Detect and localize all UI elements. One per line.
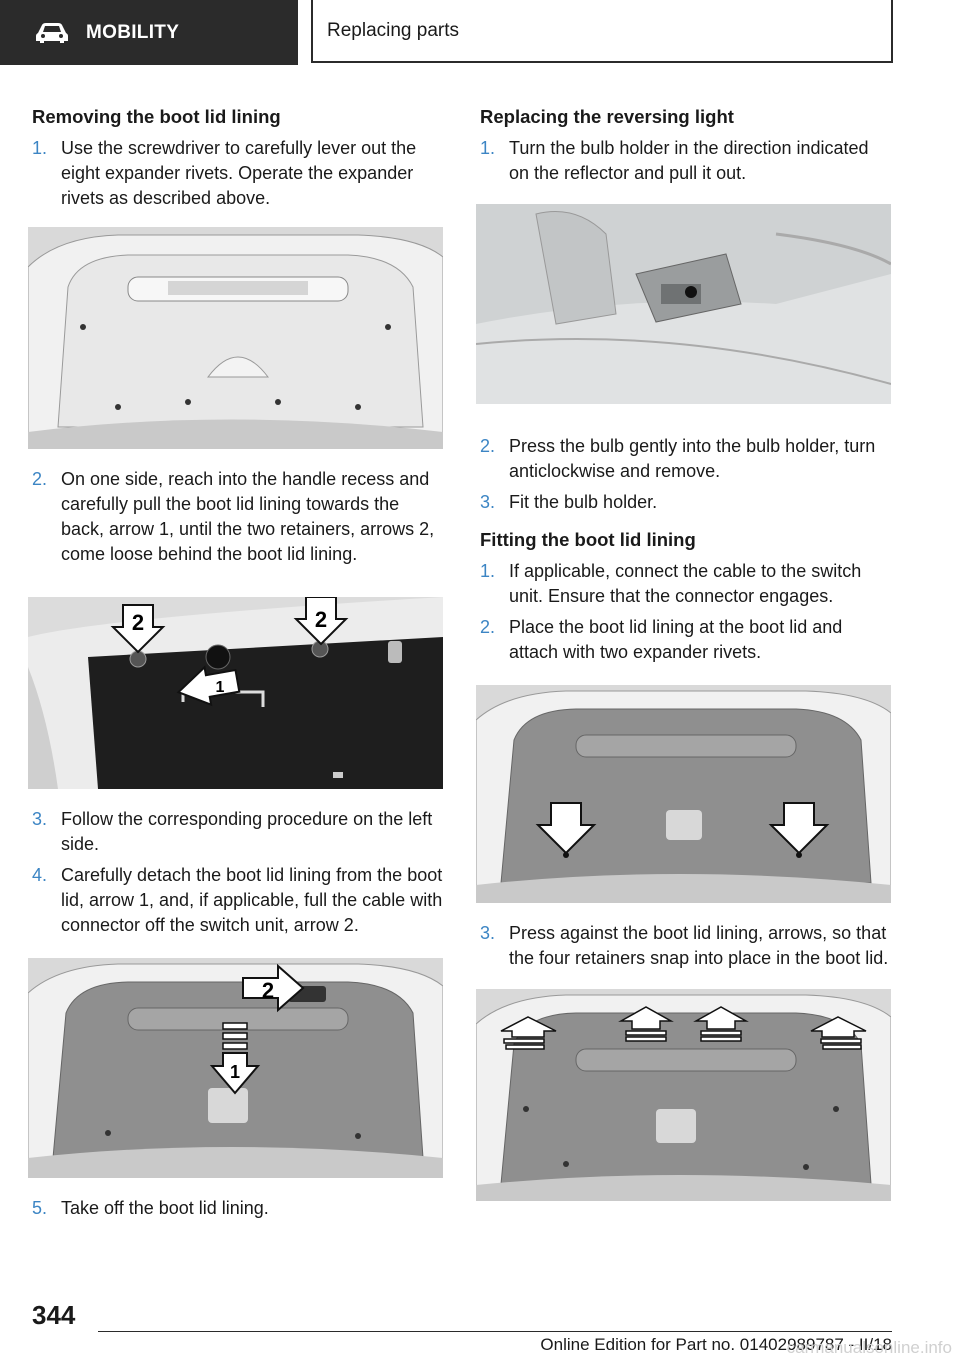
arrow-label: 1 [216,679,225,696]
chapter-title: Replacing parts [311,0,893,63]
step-text: On one side, reach into the handle reces… [61,469,435,564]
arrow-label: 2 [132,610,144,635]
step: 3. Fit the bulb holder. [476,490,891,515]
watermark: carmanualsonline.info [786,1338,952,1357]
left-column: Removing the boot lid lining 1. Use the … [28,104,443,1227]
step-text: Carefully detach the boot lid lining fro… [61,865,443,935]
step-number: 3. [480,923,496,943]
step: 1. If applicable, connect the cable to t… [476,559,891,609]
step-number: 1. [480,561,496,581]
step-text: Fit the bulb holder. [509,492,658,512]
step-number: 3. [480,492,496,512]
section-heading: Removing the boot lid lining [32,106,281,127]
section-heading: Replacing the reversing light [480,106,734,127]
figure-boot-lid-lining [28,227,443,449]
step-text: Take off the boot lid lining. [61,1198,269,1218]
car-icon [36,22,68,43]
step-number: 1. [480,138,496,158]
step-text: Press against the boot lid lining, arrow… [509,923,889,968]
edition-info: Online Edition for Part no. 01402989787 … [540,1335,892,1354]
step-text: Follow the corresponding procedure on th… [61,809,433,854]
step: 5. Take off the boot lid lining. [28,1196,443,1221]
step-number: 2. [480,617,496,637]
figure-retainers: 2 2 1 [28,597,443,789]
step: 3. Follow the corresponding procedure on… [28,807,443,857]
right-column: Replacing the reversing light 1. Turn th… [476,104,891,1219]
arrow-label: 2 [262,978,274,1003]
section-tab: MOBILITY [0,0,298,65]
step: 3. Press against the boot lid lining, ar… [476,921,891,971]
arrow-label: 1 [230,1062,240,1082]
step: 1. Turn the bulb holder in the direction… [476,136,891,186]
section-label: MOBILITY [86,21,180,43]
page-number: 344 [32,1300,76,1330]
figure-attach-rivets [476,685,891,903]
step-text: Place the boot lid lining at the boot li… [509,617,843,662]
step-number: 5. [32,1198,48,1218]
arrow-label: 2 [315,607,327,632]
step: 2. Place the boot lid lining at the boot… [476,615,891,665]
figure-reversing-light [476,204,891,404]
step-number: 2. [32,469,48,489]
step: 1. Use the screwdriver to carefully leve… [28,136,443,211]
step-text: Turn the bulb holder in the direction in… [509,138,869,183]
figure-snap-retainers [476,989,891,1201]
step-number: 4. [32,865,48,885]
step: 4. Carefully detach the boot lid lining … [28,863,443,938]
step: 2. On one side, reach into the handle re… [28,467,443,567]
figure-detach-lining: 2 1 [28,958,443,1178]
step-text: Use the screwdriver to carefully lever o… [61,138,417,208]
step-number: 3. [32,809,48,829]
step-number: 1. [32,138,48,158]
step-text: Press the bulb gently into the bulb hold… [509,436,876,481]
section-heading: Fitting the boot lid lining [480,529,696,550]
footer-divider [98,1331,892,1332]
step: 2. Press the bulb gently into the bulb h… [476,434,891,484]
step-text: If applicable, connect the cable to the … [509,561,862,606]
step-number: 2. [480,436,496,456]
